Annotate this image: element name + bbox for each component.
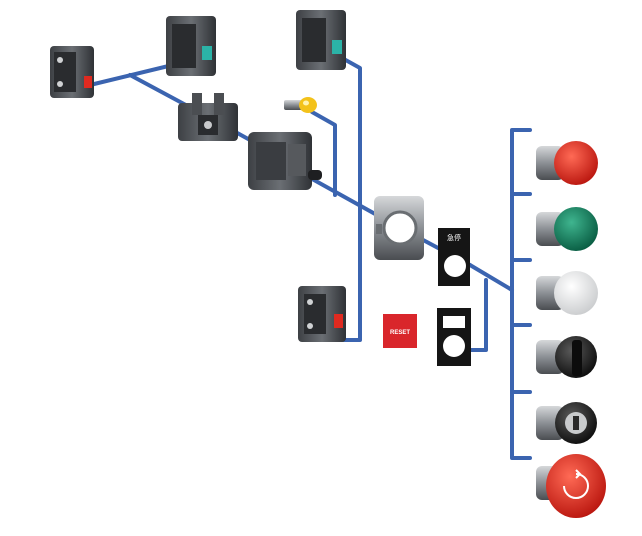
contact-block-left xyxy=(50,46,94,98)
connector-bulb xyxy=(310,110,337,197)
white-pushbutton xyxy=(536,271,598,315)
connector-top-block xyxy=(340,56,362,342)
connector-lower-plate xyxy=(466,278,488,352)
red-pushbutton xyxy=(536,141,598,185)
connector-lines xyxy=(88,56,532,460)
green-pushbutton xyxy=(536,207,598,251)
legend-plate: 急停 xyxy=(438,228,470,286)
reset-label-text: RESET xyxy=(390,330,410,336)
reset-label: RESET xyxy=(383,314,417,348)
light-module-body xyxy=(248,132,322,190)
key-switch xyxy=(536,402,597,444)
selector-switch xyxy=(536,336,597,378)
mounting-adapter xyxy=(178,93,238,141)
connector-plate-to-column xyxy=(468,263,514,292)
contact-block-top-right xyxy=(296,10,346,70)
contact-block-top-center xyxy=(166,16,216,76)
contact-block-bottom xyxy=(298,286,346,342)
mounting-frame xyxy=(374,196,424,260)
legend-holder xyxy=(437,308,471,366)
indicator-bulb xyxy=(284,97,317,113)
emergency-stop-button xyxy=(536,454,606,518)
connector-operator-rail xyxy=(510,128,532,460)
legend-plate-text: 急停 xyxy=(447,233,461,242)
